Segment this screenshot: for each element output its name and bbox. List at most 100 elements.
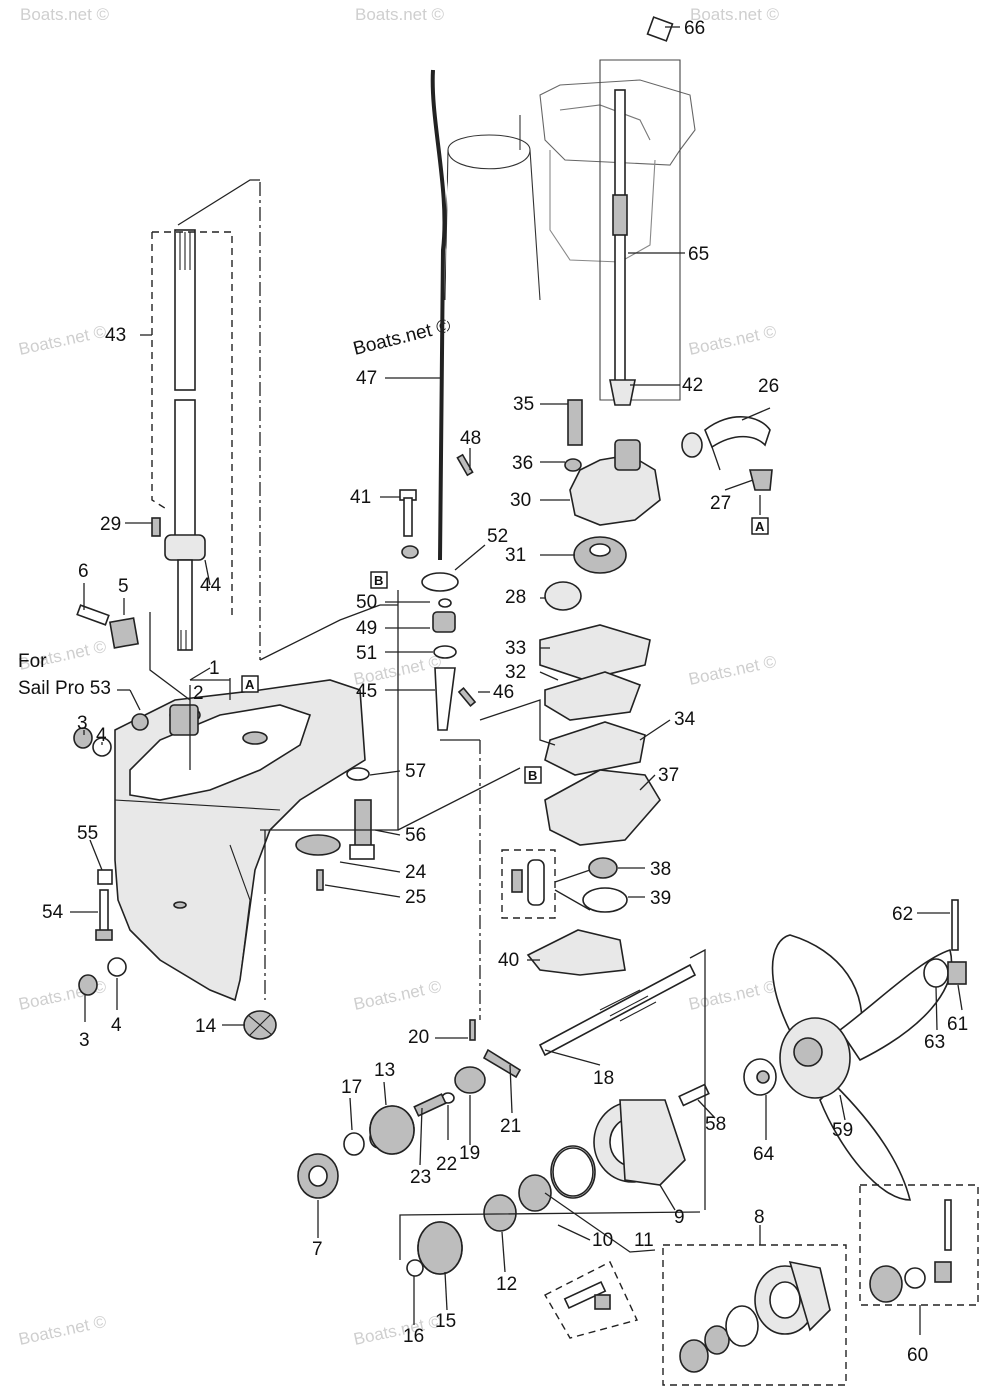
watermark: Boats.net © [690, 5, 780, 24]
callout-57: 57 [405, 761, 426, 782]
callout-labels: 1 2 3 3 4 4 5 6 7 8 9 10 11 12 13 14 15 … [42, 18, 968, 1366]
callout-13: 13 [374, 1060, 395, 1081]
shift-rod-65 [612, 16, 674, 391]
callout-46: 46 [493, 682, 514, 703]
callout-59: 59 [832, 1120, 853, 1141]
ref-tag-b-box [524, 766, 542, 784]
callout-35: 35 [513, 394, 534, 415]
callout-45: 45 [356, 681, 377, 702]
ref-tag-a-box [751, 517, 769, 535]
parts-layer [73, 16, 967, 1373]
callout-32: 32 [505, 662, 526, 683]
callout-51: 51 [356, 643, 377, 664]
watermark: Boats.net © [355, 5, 445, 24]
callout-26: 26 [758, 376, 779, 397]
watermark: Boats.net © [687, 322, 779, 359]
subassembly-60 [869, 1199, 952, 1303]
watermark: Boats.net © [17, 1312, 109, 1349]
connector-lines [149, 179, 979, 1386]
callout-11: 11 [634, 1230, 654, 1251]
callout-31: 31 [505, 545, 526, 566]
callout-66: 66 [684, 18, 705, 39]
callout-16: 16 [403, 1326, 424, 1347]
callout-49: 49 [356, 618, 377, 639]
ref-tag-b: B [374, 573, 383, 588]
ref-tag-a: A [755, 519, 765, 534]
callout-37: 37 [658, 765, 679, 786]
callout-63: 63 [924, 1032, 945, 1053]
callout-52: 52 [487, 526, 508, 547]
bearing-carrier [406, 1099, 686, 1310]
ref-tag-a-box [241, 675, 259, 693]
watermark: Boats.net © [352, 977, 444, 1014]
callout-20: 20 [408, 1027, 429, 1048]
callout-64: 64 [753, 1144, 775, 1165]
callout-25: 25 [405, 887, 426, 908]
watermark: Boats.net © [17, 322, 109, 359]
callout-40: 40 [498, 950, 519, 971]
callout-42: 42 [682, 375, 703, 396]
callout-56: 56 [405, 825, 426, 846]
callout-38: 38 [650, 859, 671, 880]
ref-tag-b-box [370, 571, 388, 589]
ref-tag-b: B [528, 768, 537, 783]
upper-housing [539, 59, 696, 401]
callout-24: 24 [405, 862, 427, 883]
callout-43: 43 [105, 325, 126, 346]
watermark: Boats.net © [687, 652, 779, 689]
callout-36: 36 [512, 453, 533, 474]
driveshaft [151, 229, 206, 651]
callout-23: 23 [410, 1167, 431, 1188]
leader-lines [70, 26, 963, 1335]
note-line-1: For [18, 651, 47, 672]
gears [369, 1105, 463, 1275]
reference-tags: A A B B [241, 517, 769, 784]
callout-2: 2 [193, 683, 204, 704]
shift-rod [430, 69, 450, 561]
callout-17: 17 [341, 1077, 362, 1098]
callout-29: 29 [100, 514, 121, 535]
callout-62: 62 [892, 904, 913, 925]
callout-50: 50 [356, 592, 377, 613]
water-pump [526, 379, 773, 976]
note-line-2: Sail Pro 53 [18, 678, 111, 699]
callout-4: 4 [111, 1015, 122, 1036]
callout-33: 33 [505, 638, 526, 659]
callout-54: 54 [42, 902, 64, 923]
callout-34: 34 [674, 709, 696, 730]
callout-65: 65 [688, 244, 709, 265]
callout-27: 27 [710, 493, 731, 514]
callout-60: 60 [907, 1345, 928, 1366]
callout-3: 3 [77, 713, 88, 734]
callout-58: 58 [705, 1114, 726, 1135]
small-hardware-left [73, 713, 149, 996]
callout-5: 5 [118, 576, 129, 597]
subassembly-8 [679, 1260, 831, 1373]
callout-39: 39 [650, 888, 671, 909]
callout-7: 7 [312, 1239, 323, 1260]
box-38-contents [511, 859, 545, 906]
callout-3: 3 [79, 1030, 90, 1051]
callout-61: 61 [947, 1014, 968, 1035]
watermark: Boats.net © [687, 977, 779, 1014]
callout-12: 12 [496, 1274, 517, 1295]
callout-6: 6 [78, 561, 89, 582]
callout-10: 10 [592, 1230, 613, 1251]
pinion-gear [243, 1010, 277, 1040]
watermark: Boats.net © [20, 5, 110, 24]
callout-15: 15 [435, 1311, 456, 1332]
callout-1: 1 [209, 658, 220, 679]
callout-55: 55 [77, 823, 98, 844]
note-sail-pro: For Sail Pro 53 [18, 651, 111, 699]
callout-22: 22 [436, 1154, 457, 1175]
callout-41: 41 [350, 487, 371, 508]
callout-21: 21 [500, 1116, 521, 1137]
watermark-dark: Boats.net © [351, 315, 453, 359]
callout-18: 18 [593, 1068, 614, 1089]
callout-19: 19 [459, 1143, 480, 1164]
small-hardware-middle [295, 453, 477, 891]
callout-30: 30 [510, 490, 531, 511]
callout-28: 28 [505, 587, 526, 608]
callout-47: 47 [356, 368, 377, 389]
propeller [678, 899, 967, 1201]
